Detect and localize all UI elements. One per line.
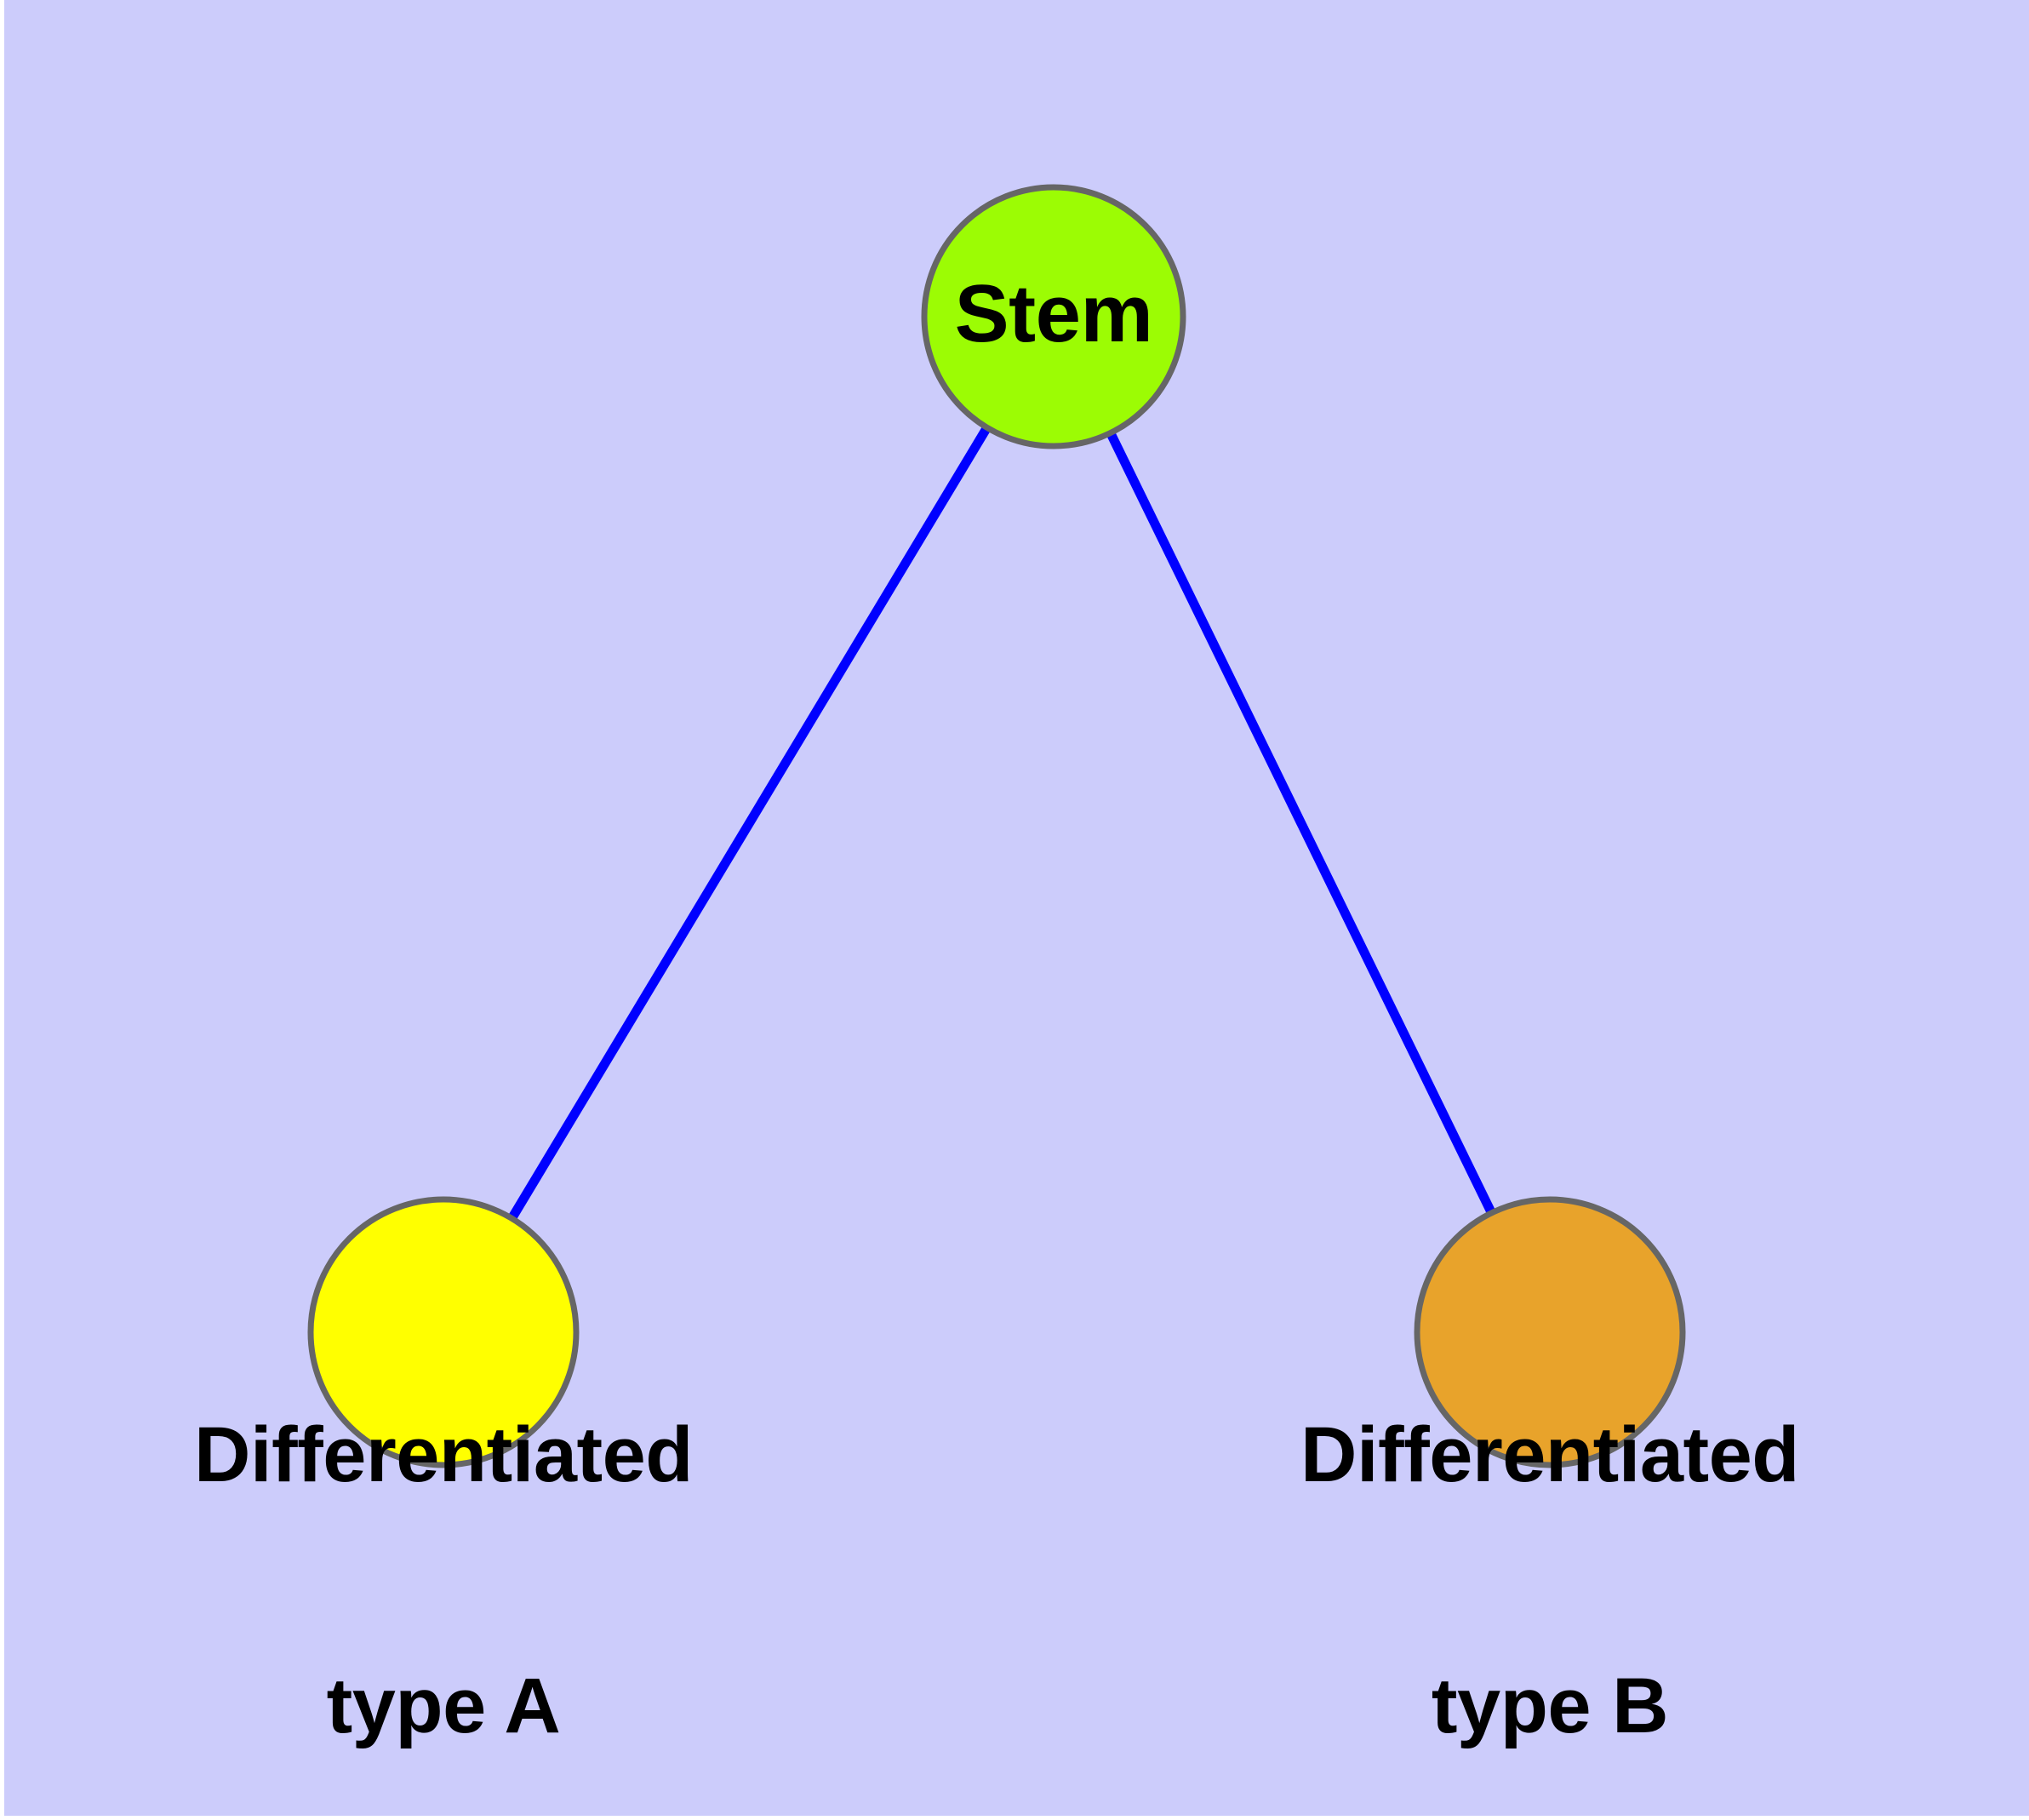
- edge-stem-to-differentiated-type-a: [439, 314, 1058, 1335]
- edge-stem-to-differentiated-type-b: [1049, 314, 1554, 1335]
- edge-layer: [439, 314, 1554, 1335]
- node-differentiated-type-a[interactable]: [307, 1196, 580, 1468]
- node-layer: [307, 184, 1686, 1468]
- node-stem[interactable]: [921, 184, 1186, 449]
- node-differentiated-type-b[interactable]: [1414, 1196, 1686, 1468]
